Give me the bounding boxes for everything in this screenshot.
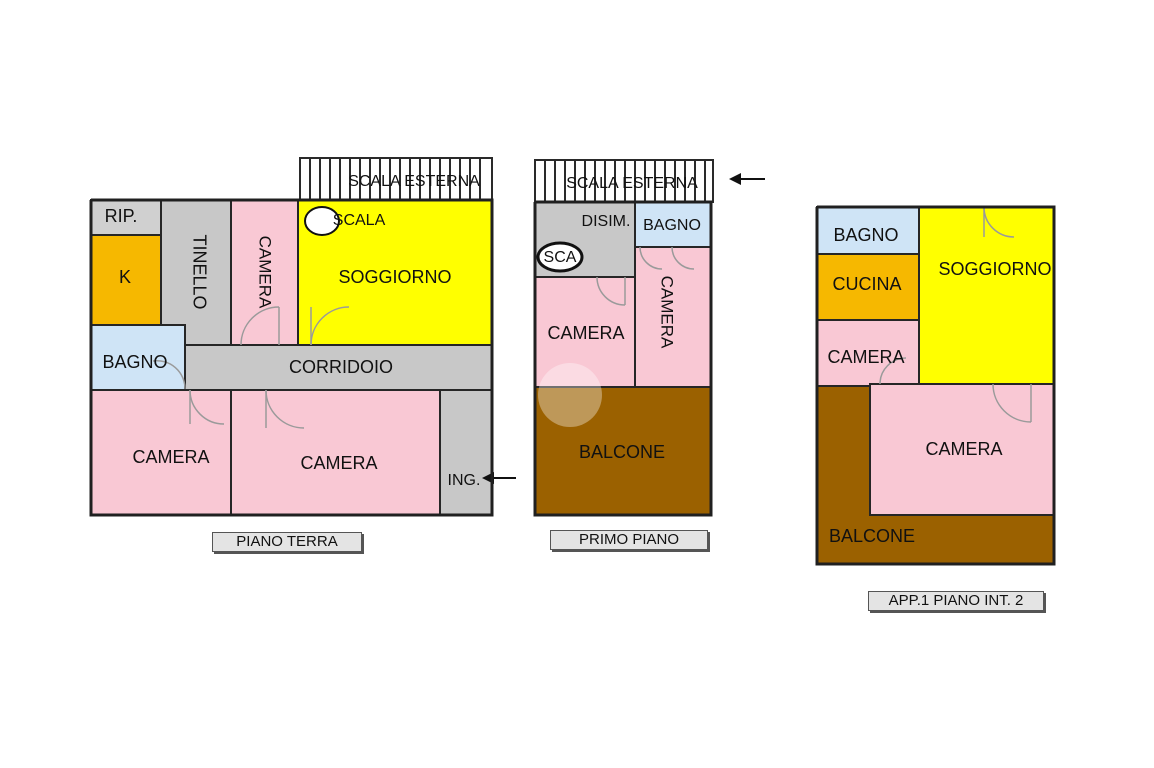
label-rip: RIP. (105, 206, 138, 226)
app1-plan: BAGNO CUCINA SOGGIORNO CAMERA CAMERA BAL… (815, 205, 1056, 566)
label-camera-left-app1: CAMERA (827, 347, 904, 367)
label-bagno-primo: BAGNO (643, 217, 701, 234)
room-rip (90, 199, 162, 236)
stair-label-piano-terra: SCALA ESTERNA (348, 173, 480, 190)
door-swings-terra (152, 306, 350, 429)
label-cucina-app1: CUCINA (832, 274, 901, 294)
label-camera-center-terra: CAMERA (300, 453, 377, 473)
label-soggiorno-terra: SOGGIORNO (338, 267, 451, 287)
label-camera-center-app1: CAMERA (925, 439, 1002, 459)
label-disim: DISIM. (582, 213, 631, 230)
label-balcone-primo: BALCONE (579, 442, 665, 462)
label-sca: SCA (544, 249, 577, 266)
internal-stair-oval-primo (536, 241, 584, 273)
external-stair-primo-piano: SCALA ESTERNA (534, 159, 714, 203)
room-kitchen (90, 234, 162, 326)
door-swings-primo (596, 246, 695, 306)
internal-stair-oval-terra (304, 206, 340, 236)
room-camera-left-primo (534, 276, 636, 388)
outer-wall-terra (89, 198, 494, 517)
label-tinello: TINELLO (189, 234, 209, 309)
stair-label-primo-piano: SCALA ESTERNA (566, 175, 698, 192)
room-bagno-terra (90, 324, 186, 391)
door-swings-app1 (879, 206, 1032, 423)
label-camera-right-primo: CAMERA (658, 276, 677, 349)
outer-wall-app1 (815, 205, 1056, 566)
label-camera-top: CAMERA (256, 236, 275, 309)
label-corridoio: CORRIDOIO (289, 357, 393, 377)
external-stair-piano-terra: SCALA ESTERNA (299, 157, 493, 201)
room-ingresso (439, 389, 493, 516)
label-bagno-app1: BAGNO (833, 225, 898, 245)
outer-wall-primo (533, 200, 713, 517)
label-camera-left-terra: CAMERA (132, 447, 209, 467)
caption-primo-piano: PRIMO PIANO (550, 530, 708, 550)
room-camera-left-terra (90, 389, 232, 516)
room-soggiorno-app1 (918, 206, 1055, 385)
stair-steps (309, 158, 481, 200)
primo-piano-plan: SCALA ESTERNA DISIM. BAGNO SCA CAMERA CA… (533, 159, 765, 517)
label-soggiorno-app1: SOGGIORNO (938, 259, 1051, 279)
caption-app1: APP.1 PIANO INT. 2 (868, 591, 1044, 611)
stair-steps (544, 160, 706, 202)
caption-piano-terra: PIANO TERRA (212, 532, 362, 552)
label-balcone-app1: BALCONE (829, 526, 915, 546)
label-bagno-terra: BAGNO (102, 352, 167, 372)
label-camera-left-primo: CAMERA (547, 323, 624, 343)
label-kitchen: K (119, 267, 131, 287)
label-ingresso: ING. (448, 472, 481, 489)
room-balcone-primo (534, 386, 712, 516)
left-arrow-icon (729, 173, 765, 185)
watermark-logo (538, 363, 602, 427)
piano-terra-plan: SCALA ESTERNA (89, 157, 516, 517)
label-scala: SCALA (333, 212, 386, 229)
